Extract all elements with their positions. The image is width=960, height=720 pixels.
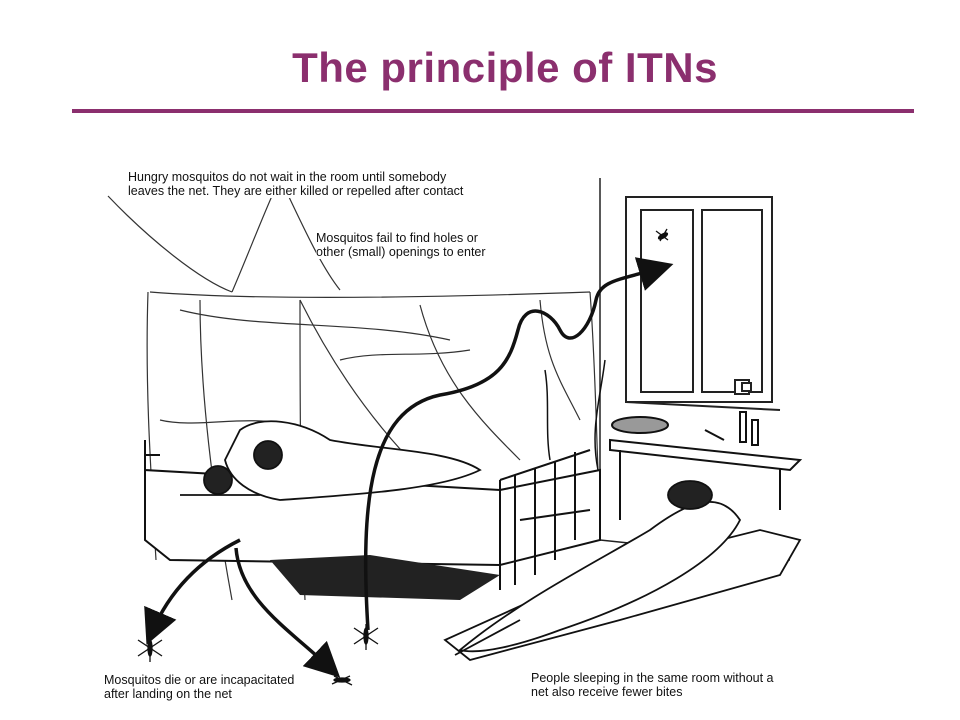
wall-items: [544, 359, 606, 471]
caption-mosquitos-die: Mosquitos die or are incapacitated after…: [104, 673, 295, 701]
caption-hungry-mosquitos: Hungry mosquitos do not wait in the room…: [128, 170, 464, 198]
caption-line: People sleeping in the same room without…: [531, 671, 774, 685]
mosquito-left-icon: [137, 636, 163, 662]
caption-line: Hungry mosquitos do not wait in the room…: [128, 170, 447, 184]
floor-sleeper: [443, 480, 802, 661]
caption-line: Mosquitos die or are incapacitated: [104, 673, 295, 687]
bed-shadow: [270, 555, 500, 600]
table: [609, 411, 803, 520]
arrow-right-down: [234, 547, 341, 678]
title-divider: [72, 109, 914, 113]
slide-title: The principle of ITNs: [292, 44, 718, 91]
caption-fewer-bites: People sleeping in the same room without…: [531, 671, 774, 699]
sleeper-in-bed: [180, 420, 482, 501]
caption-line: leaves the net. They are either killed o…: [128, 184, 464, 198]
caption-line: net also receive fewer bites: [531, 685, 683, 699]
caption-no-holes: Mosquitos fail to find holes or other (s…: [316, 231, 486, 259]
caption-line: after landing on the net: [104, 687, 232, 701]
mosquito-window-icon: [655, 228, 669, 242]
window: [625, 196, 781, 411]
mosquito-center-icon: [353, 624, 379, 650]
arrow-left-down: [144, 538, 241, 645]
caption-line: Mosquitos fail to find holes or: [316, 231, 478, 245]
caption-line: other (small) openings to enter: [316, 245, 486, 259]
dead-mosquito-icon: [331, 675, 353, 686]
arrow-to-window: [363, 257, 674, 631]
